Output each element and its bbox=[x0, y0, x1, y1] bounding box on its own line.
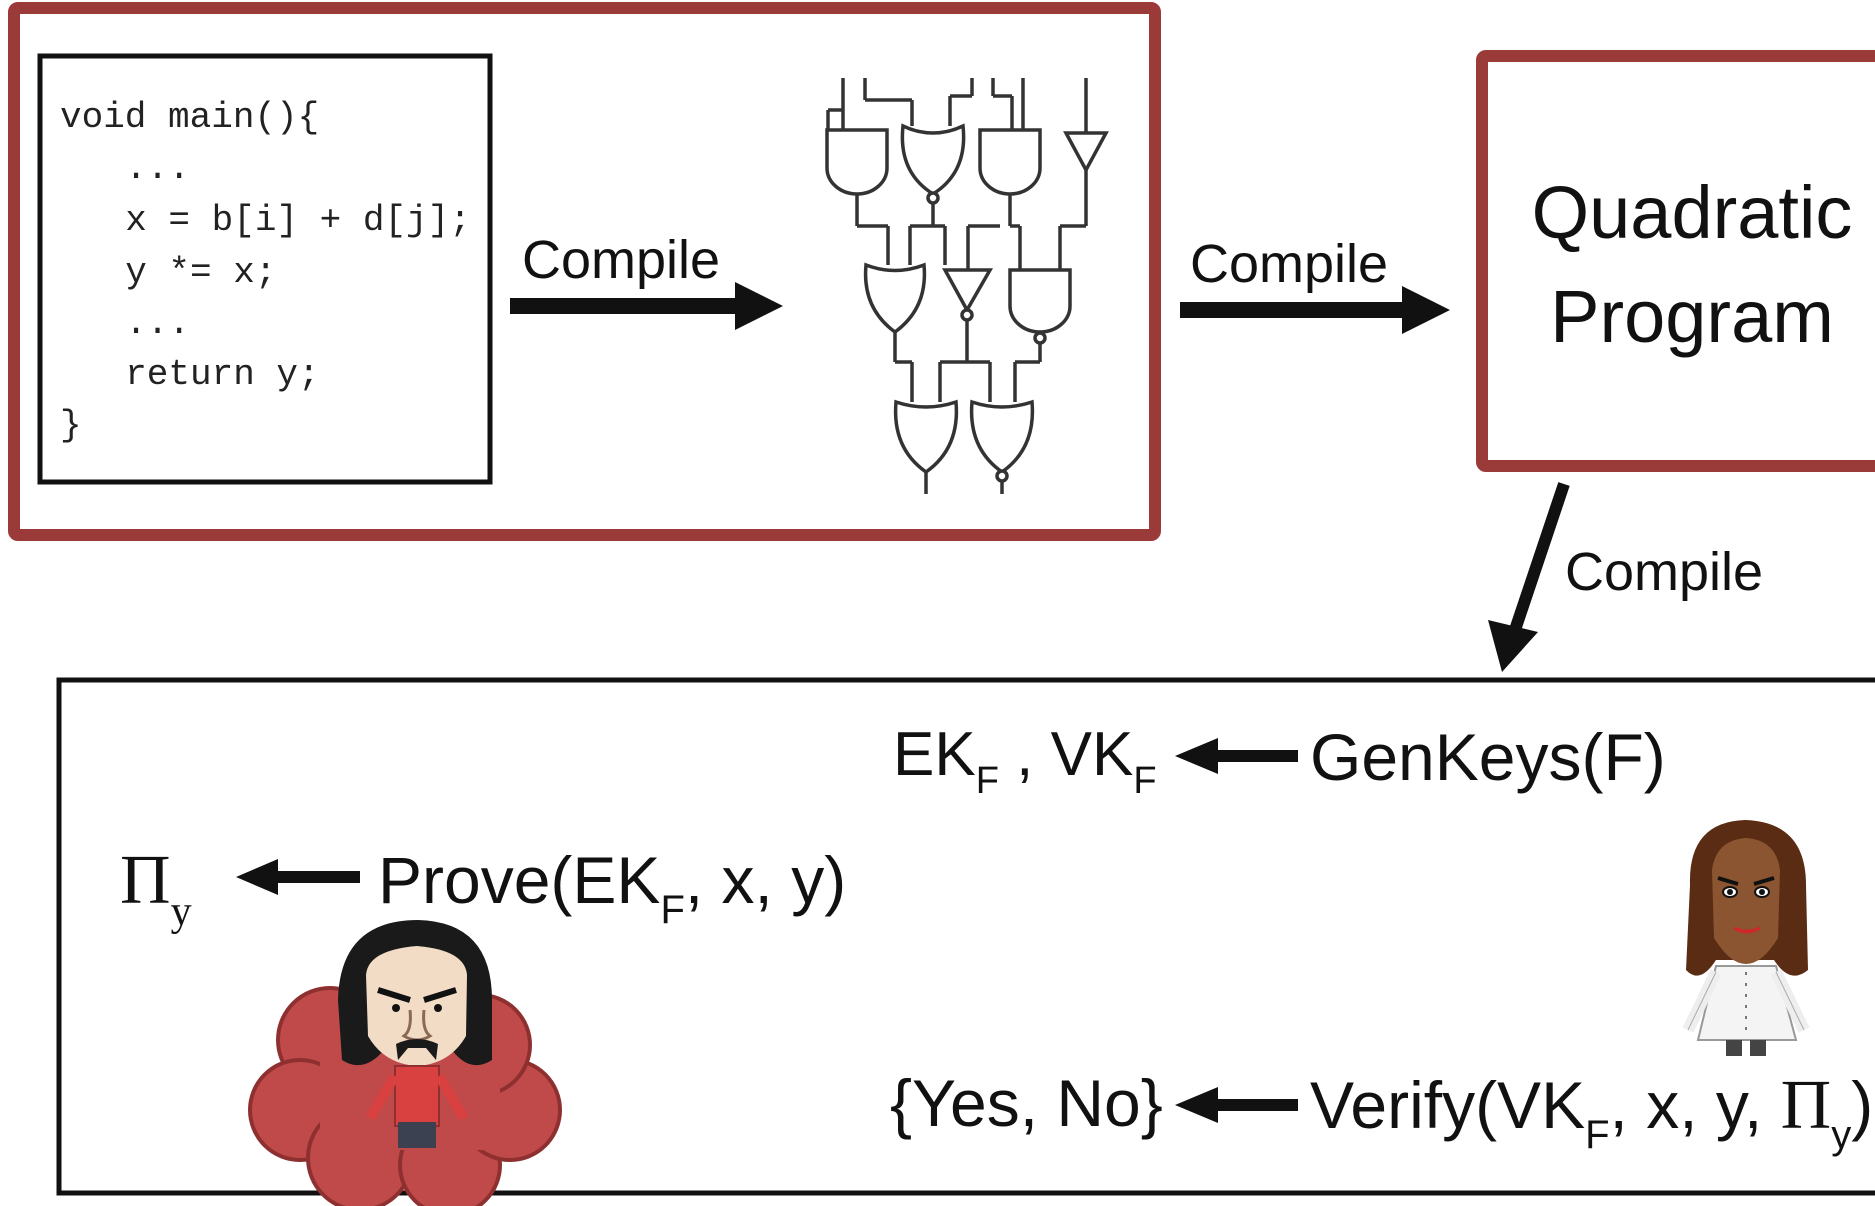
code-line: ... bbox=[82, 148, 190, 189]
keys-output: EKF , VKF bbox=[893, 720, 1157, 802]
compile-arrow-1: Compile bbox=[510, 230, 783, 330]
logic-gate-circuit-icon bbox=[825, 78, 1109, 494]
prove-args: , x, y) bbox=[685, 843, 846, 917]
proof-subscript: y bbox=[171, 889, 192, 935]
genkeys-label: GenKeys(F) bbox=[1310, 720, 1666, 794]
verify-pi-subscript: y bbox=[1831, 1113, 1851, 1157]
compile-label-1: Compile bbox=[522, 230, 720, 290]
compile-arrow-3: Compile bbox=[1488, 482, 1763, 672]
verify-call: Verify(VKF, x, y, Πy) bbox=[1310, 1067, 1873, 1157]
ek-label: EK bbox=[893, 720, 976, 789]
genkeys-arrow bbox=[1175, 738, 1298, 774]
prover-avatar-icon bbox=[248, 920, 562, 1206]
verify-result: {Yes, No} bbox=[890, 1066, 1163, 1140]
verify-args: , x, y, bbox=[1610, 1068, 1781, 1142]
qp-title-line1: Quadratic bbox=[1532, 171, 1853, 254]
code-line: void main(){ bbox=[60, 97, 319, 138]
code-line: return y; bbox=[82, 354, 320, 395]
code-line: x = b[i] + d[j]; bbox=[82, 200, 471, 241]
code-listing: void main(){ ... x = b[i] + d[j]; y *= x… bbox=[60, 97, 471, 446]
prove-subscript: F bbox=[660, 888, 684, 932]
proof-output: Πy bbox=[120, 842, 192, 935]
vk-subscript: F bbox=[1133, 760, 1156, 802]
qp-title-line2: Program bbox=[1550, 275, 1834, 358]
vk-label: , VK bbox=[999, 720, 1133, 789]
verify-label: Verify(VK bbox=[1310, 1068, 1585, 1142]
verify-subscript: F bbox=[1585, 1113, 1609, 1157]
proof-symbol: Π bbox=[120, 842, 171, 919]
code-line: } bbox=[60, 405, 82, 446]
compile-frame-left bbox=[8, 2, 1161, 541]
code-line: y *= x; bbox=[82, 252, 276, 293]
prove-label: Prove(EK bbox=[378, 843, 660, 917]
svg-text:EKF , VKF: EKF , VKF bbox=[893, 720, 1157, 802]
quadratic-program-box bbox=[1476, 50, 1875, 472]
prove-arrow bbox=[236, 859, 360, 895]
verifier-avatar-icon bbox=[1682, 820, 1810, 1056]
compile-label-3: Compile bbox=[1565, 542, 1763, 602]
prove-call: Prove(EKF, x, y) bbox=[378, 843, 846, 932]
code-line: ... bbox=[82, 303, 190, 344]
compile-arrow-2: Compile bbox=[1180, 234, 1450, 334]
ek-subscript: F bbox=[976, 760, 999, 802]
verify-close: ) bbox=[1851, 1068, 1873, 1142]
verify-arrow bbox=[1175, 1087, 1298, 1123]
verify-pi: Π bbox=[1781, 1067, 1832, 1144]
code-box bbox=[37, 53, 493, 485]
compile-label-2: Compile bbox=[1190, 234, 1388, 294]
